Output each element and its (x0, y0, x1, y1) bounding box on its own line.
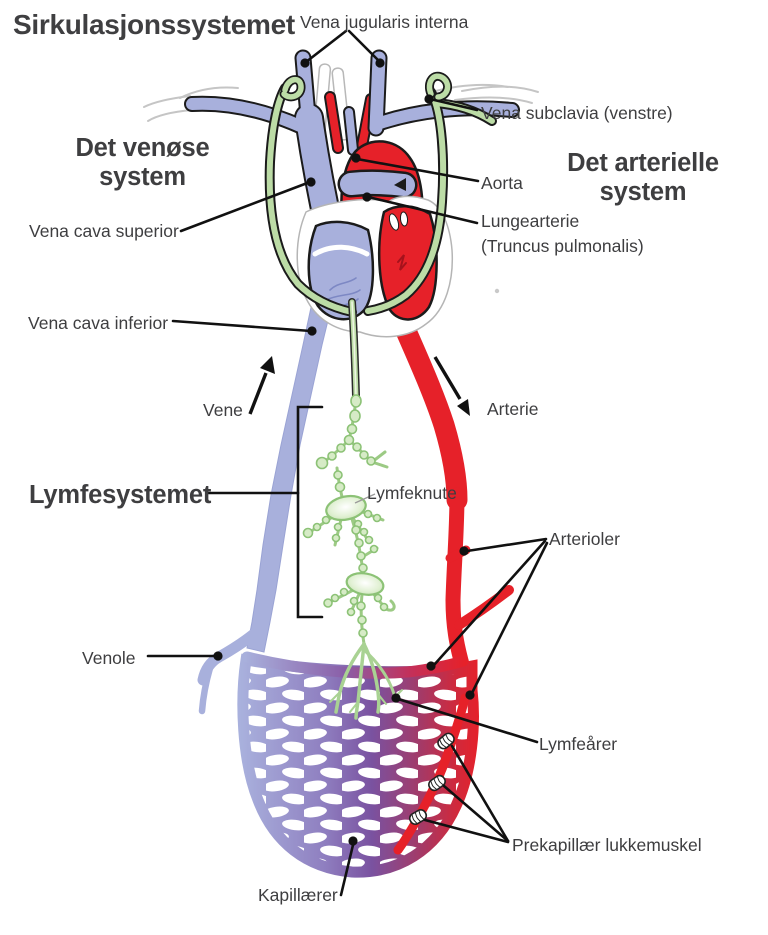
heart (184, 49, 520, 338)
label-lungearterie-line2: (Truncus pulmonalis) (481, 236, 644, 256)
label-arterie: Arterie (487, 399, 539, 419)
label-lymfearer: Lymfeårer (539, 734, 618, 754)
label-vena-subclavia: Vena subclavia (venstre) (481, 103, 673, 123)
heading-arterial-system: Det arterielle system (548, 149, 738, 206)
label-vena-cava-superior: Vena cava superior (29, 221, 179, 241)
precapillary-sphincters (408, 732, 455, 825)
arterie-flow-arrow (433, 356, 470, 416)
heading-venous-line2: system (99, 162, 186, 191)
label-arterioler: Arterioler (549, 529, 620, 549)
label-aorta: Aorta (481, 173, 523, 193)
label-lungearterie-line1: Lungearterie (481, 211, 580, 231)
clavicle-lines (143, 83, 539, 122)
label-lungearterie: Lungearterie (Truncus pulmonalis) (481, 209, 644, 259)
label-prekapillar-lukkemuskel: Prekapillær lukkemuskel (512, 835, 702, 855)
page-title: Sirkulasjonssystemet (13, 9, 295, 40)
leader-dots (213, 58, 475, 846)
label-kapillarer: Kapillærer (258, 885, 338, 905)
lymph-vessels-upper (264, 71, 497, 400)
label-venole: Venole (82, 648, 136, 668)
heading-arterial-line2: system (599, 177, 687, 206)
heading-arterial-line1: Det arterielle (567, 149, 719, 177)
label-lymfeknute: Lymfeknute (367, 483, 457, 503)
vene-flow-arrow (248, 356, 275, 415)
descending-vein (197, 297, 334, 715)
label-vena-cava-inferior: Vena cava inferior (28, 313, 169, 333)
faint-dot (494, 288, 500, 294)
heading-lymph-system: Lymfesystemet (29, 481, 212, 509)
leader-lines (146, 29, 549, 897)
heading-venous-system: Det venøse system (55, 134, 230, 191)
horizontal-vessel (241, 651, 469, 679)
lymfeknute-pointer (354, 493, 376, 504)
heading-venous-line1: Det venøse (75, 134, 210, 162)
lymph-node-chain (302, 394, 403, 720)
label-vena-jugularis-interna: Vena jugularis interna (300, 12, 469, 32)
label-vene: Vene (203, 400, 243, 420)
